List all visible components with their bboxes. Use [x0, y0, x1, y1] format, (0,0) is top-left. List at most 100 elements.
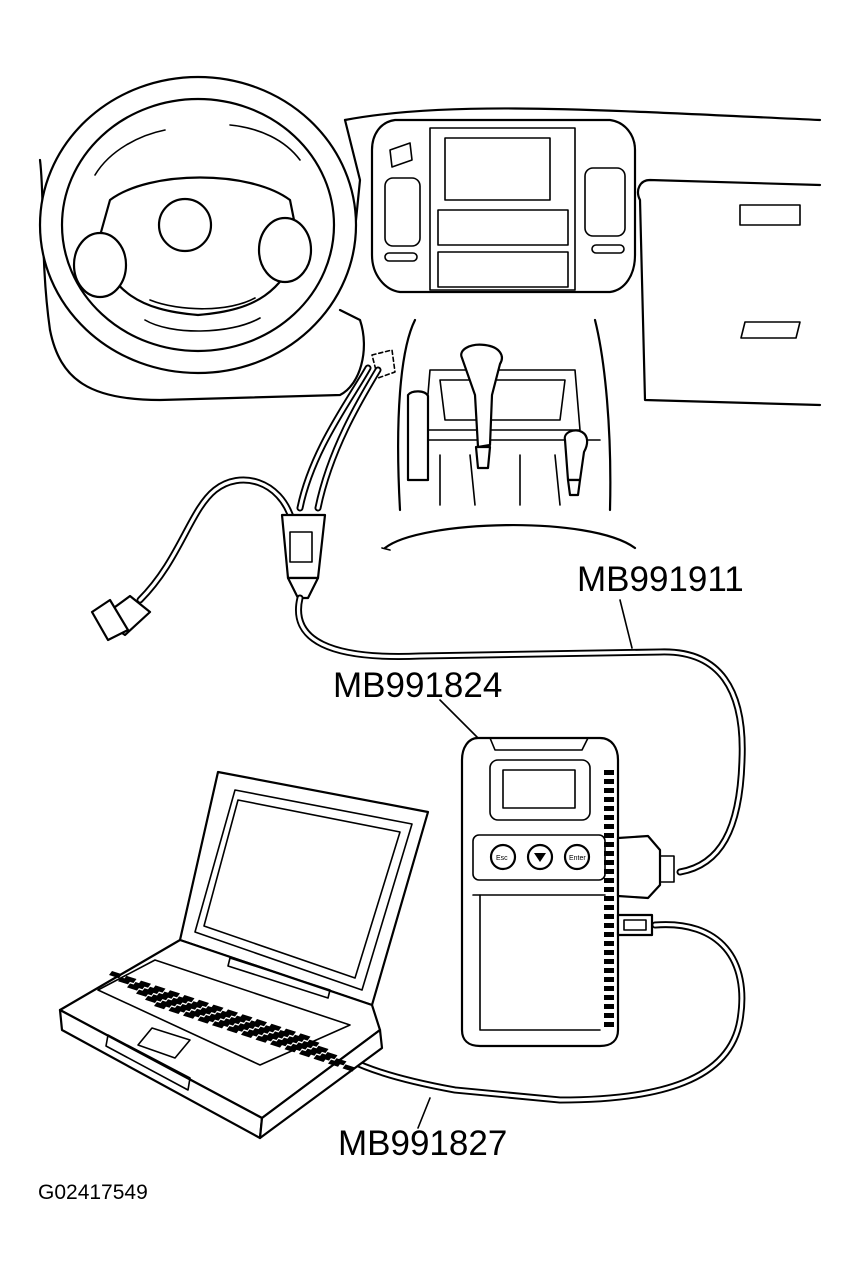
- vci-rib: [604, 842, 614, 847]
- keyboard-key: [315, 1045, 329, 1053]
- laptop-keyboard: [109, 971, 356, 1072]
- keyboard-key: [254, 1019, 267, 1027]
- vci-unit-mb991824: Esc Enter: [460, 736, 675, 1048]
- keyboard-key: [197, 1016, 211, 1024]
- keyboard-key: [214, 1012, 227, 1020]
- keyboard-key: [297, 1033, 311, 1041]
- vci-rib: [604, 788, 614, 793]
- steering-wheel: [38, 75, 358, 375]
- keyboard-key: [290, 1043, 303, 1051]
- keyboard-key: [310, 1047, 323, 1055]
- keyboard-key: [239, 1014, 253, 1022]
- laptop-pc: [58, 770, 430, 1140]
- keyboard-key: [127, 983, 140, 991]
- keyboard-key: [152, 985, 166, 993]
- figure-id: G02417549: [38, 1181, 148, 1204]
- keyboard-key: [266, 1032, 280, 1040]
- leader-mb991827: [417, 1097, 431, 1129]
- vci-rib: [604, 977, 614, 982]
- keyboard-key: [295, 1042, 309, 1050]
- keyboard-key: [319, 1053, 332, 1061]
- keyboard-key: [255, 1035, 269, 1043]
- esc-button[interactable]: [489, 843, 517, 871]
- diagnosis-connector: [371, 349, 396, 379]
- keyboard-key: [268, 1023, 282, 1031]
- keyboard-key: [194, 1008, 207, 1016]
- keyboard-key: [145, 995, 158, 1003]
- vci-rib: [604, 779, 614, 784]
- keyboard-key: [138, 980, 151, 988]
- keyboard-key: [237, 1023, 251, 1031]
- vci-rib: [604, 860, 614, 865]
- keyboard-key: [150, 994, 164, 1002]
- keyboard-key: [167, 990, 180, 998]
- touchpad: [137, 1027, 191, 1059]
- keyboard-key: [219, 1010, 233, 1018]
- keyboard-key: [232, 1024, 245, 1032]
- vci-rib: [604, 959, 614, 964]
- vci-rib: [604, 869, 614, 874]
- keyboard-key: [263, 1025, 276, 1033]
- vci-rib: [604, 797, 614, 802]
- keyboard-key: [313, 1054, 327, 1062]
- keyboard-key: [190, 1001, 204, 1009]
- keyboard-key: [286, 1036, 300, 1044]
- keyboard-key: [188, 1010, 202, 1018]
- keyboard-key: [199, 1007, 213, 1015]
- vci-rib: [604, 905, 614, 910]
- floor-console: [381, 318, 637, 551]
- dashboard: [38, 107, 822, 407]
- keyboard-key: [292, 1034, 305, 1042]
- label-mb991827: MB991827: [338, 1124, 507, 1163]
- keyboard-key: [252, 1028, 265, 1036]
- enter-button[interactable]: [563, 843, 591, 871]
- keyboard-key: [257, 1026, 271, 1034]
- keyboard-key: [210, 1004, 224, 1012]
- keyboard-key: [154, 1002, 167, 1010]
- vci-rib: [604, 1022, 614, 1027]
- keyboard-key: [304, 1048, 318, 1056]
- keyboard-key: [176, 996, 189, 1004]
- keyboard-key: [275, 1039, 289, 1047]
- keyboard-key: [270, 1040, 283, 1048]
- keyboard-key: [168, 1006, 182, 1014]
- gear-shift-lever: [460, 343, 503, 449]
- keyboard-key: [234, 1015, 247, 1023]
- vci-rib: [604, 878, 614, 883]
- vci-rib: [604, 833, 614, 838]
- keyboard-key: [185, 1002, 198, 1010]
- keyboard-key: [306, 1039, 320, 1047]
- keyboard-key: [165, 999, 178, 1007]
- keyboard-key: [223, 1018, 236, 1026]
- keyboard-key: [277, 1030, 291, 1038]
- svg-text:Enter: Enter: [569, 855, 586, 862]
- keyboard-key: [299, 1050, 312, 1058]
- keyboard-key: [181, 995, 195, 1003]
- laptop-screen: [203, 799, 401, 979]
- vci-rib: [604, 914, 614, 919]
- keyboard-key: [243, 1021, 256, 1029]
- vci-rib: [604, 887, 614, 892]
- vci-rib: [604, 950, 614, 955]
- keyboard-key: [324, 1052, 338, 1060]
- vci-rib: [604, 824, 614, 829]
- vci-rib: [604, 986, 614, 991]
- keyboard-key: [246, 1029, 260, 1037]
- keyboard-key: [301, 1041, 314, 1049]
- harness-mb991911: [90, 364, 746, 876]
- keyboard-key: [225, 1009, 238, 1017]
- keyboard-key: [123, 975, 137, 983]
- keyboard-key: [226, 1026, 240, 1034]
- keyboard-key: [159, 1000, 173, 1008]
- keyboard-key: [109, 971, 122, 979]
- vci-rib: [604, 932, 614, 937]
- keyboard-key: [174, 1005, 187, 1013]
- keyboard-key: [183, 1011, 196, 1019]
- keyboard-key: [136, 989, 149, 997]
- keyboard-key: [196, 999, 209, 1007]
- leader-mb991824: [439, 699, 479, 739]
- keyboard-key: [205, 1006, 218, 1014]
- vci-rib: [604, 968, 614, 973]
- center-display: [444, 137, 551, 201]
